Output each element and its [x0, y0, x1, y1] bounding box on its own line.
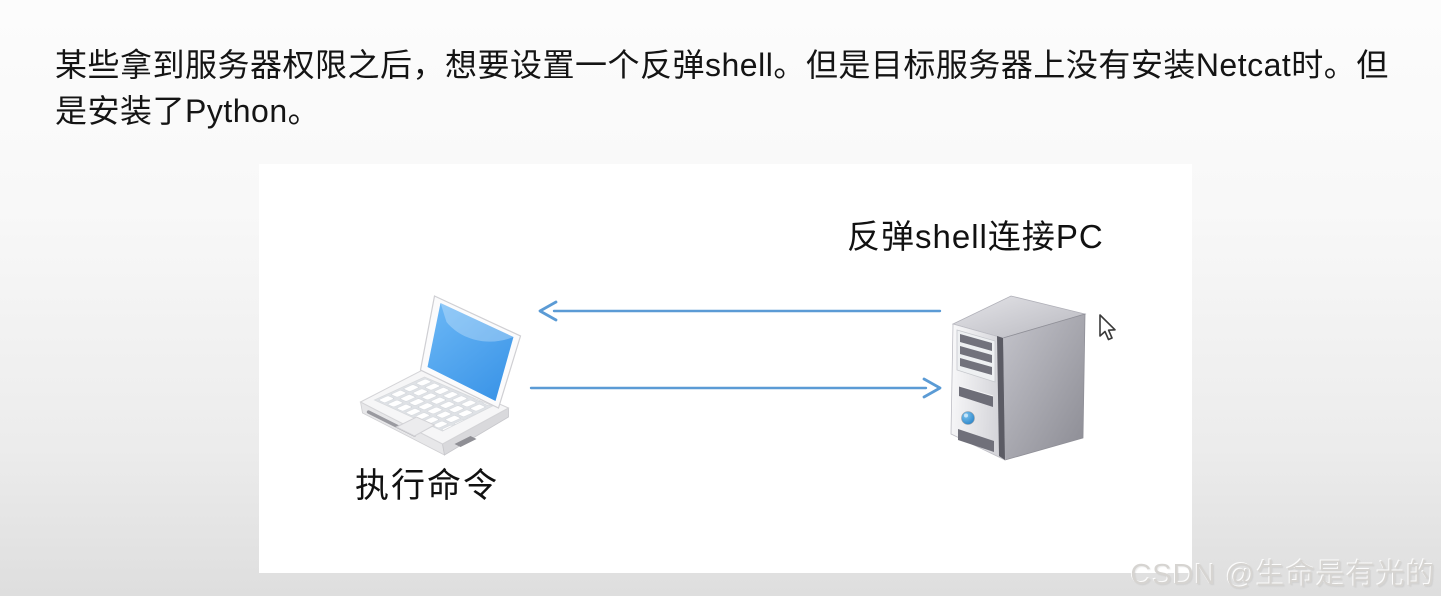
laptop-icon: [359, 295, 522, 456]
heading-line-1: 某些拿到服务器权限之后，想要设置一个反弹shell。但是目标服务器上没有安装Ne…: [55, 47, 1389, 83]
diagram-panel: 反弹shell连接PC: [259, 164, 1192, 573]
pc-tower-label: 反弹shell连接PC: [847, 218, 1104, 255]
mouse-cursor-icon: [1099, 314, 1116, 341]
arrow-laptop-to-server: [529, 377, 942, 399]
heading-text: 某些拿到服务器权限之后，想要设置一个反弹shell。但是目标服务器上没有安装Ne…: [55, 42, 1389, 134]
watermark: CSDN @生命是有光的: [1130, 559, 1436, 591]
server-tower-icon: [950, 295, 1087, 461]
heading-line-2: 是安装了Python。: [55, 93, 321, 129]
arrow-server-to-laptop: [538, 300, 942, 322]
laptop-label: 执行命令: [355, 467, 499, 505]
